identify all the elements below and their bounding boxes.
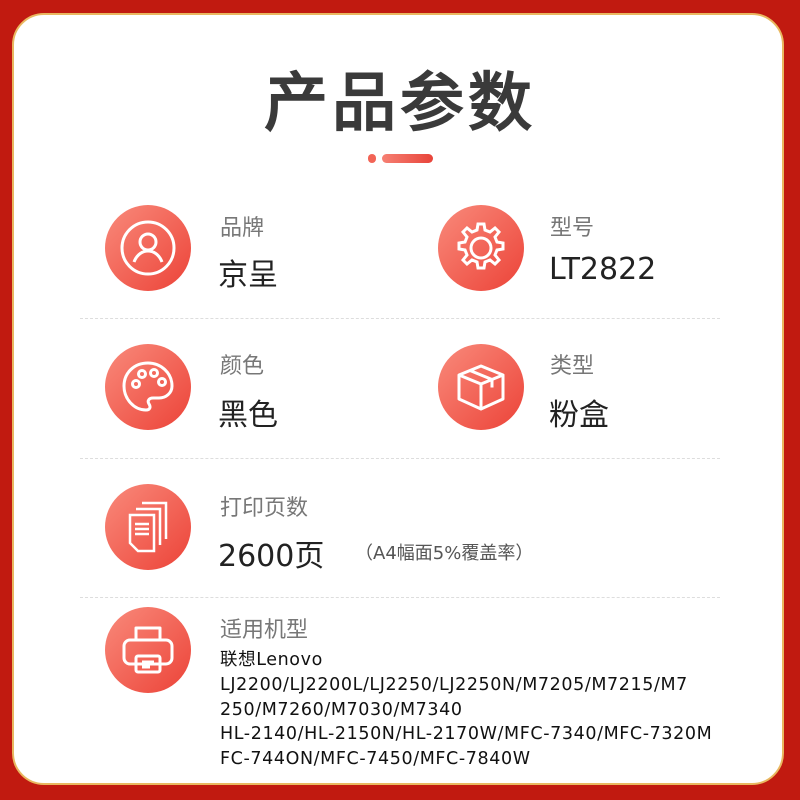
compatible-label: 适用机型 — [220, 618, 309, 643]
gear-icon — [438, 205, 524, 291]
model-line: LJ2200/LJ2200L/LJ2250/LJ2250N/M7205/M721… — [220, 674, 688, 695]
type-label: 类型 — [550, 354, 595, 379]
divider — [80, 458, 720, 459]
model-line: 250/M7260/M7030/M7340 — [220, 699, 463, 720]
title-decoration-bar — [382, 154, 433, 163]
compatible-models: 联想Lenovo LJ2200/LJ2200L/LJ2250/LJ2250N/M… — [220, 648, 712, 772]
printer-icon — [105, 607, 191, 693]
model-line: HL-2140/HL-2150N/HL-2170W/MFC-7340/MFC-7… — [220, 724, 713, 745]
palette-icon — [105, 344, 191, 430]
model-label: 型号 — [550, 216, 595, 241]
model-line: FC-744ON/MFC-7450/MFC-7840W — [220, 749, 531, 770]
user-icon — [105, 205, 191, 291]
pages-value: 2600页 — [218, 539, 325, 574]
color-value: 黑色 — [218, 398, 278, 433]
pages-label: 打印页数 — [220, 496, 309, 521]
pages-note: （A4幅面5%覆盖率） — [355, 543, 534, 564]
brand-value: 京呈 — [218, 258, 278, 293]
brand-label: 品牌 — [220, 216, 265, 241]
divider — [80, 597, 720, 598]
model-value: LT2822 — [549, 252, 657, 287]
model-line: 联想Lenovo — [220, 650, 323, 670]
title-decoration-dot — [368, 154, 376, 163]
divider — [80, 318, 720, 319]
page-title: 产品参数 — [264, 67, 536, 141]
color-label: 颜色 — [220, 354, 265, 379]
documents-icon — [105, 484, 191, 570]
box-icon — [438, 344, 524, 430]
type-value: 粉盒 — [549, 398, 609, 433]
